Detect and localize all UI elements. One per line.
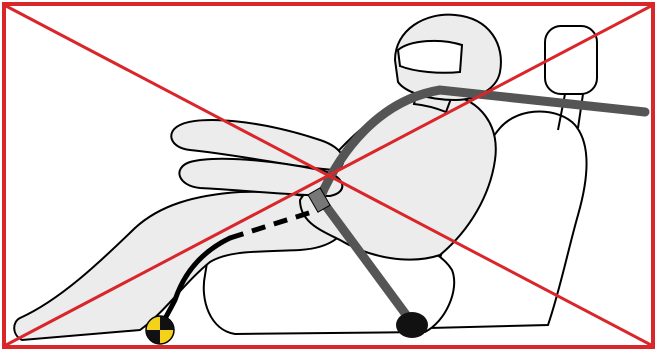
headrest-post [578,94,583,128]
crash-test-marker [146,316,174,344]
anchor-point [396,312,428,338]
headrest [545,26,597,94]
helmet-visor [398,41,462,73]
